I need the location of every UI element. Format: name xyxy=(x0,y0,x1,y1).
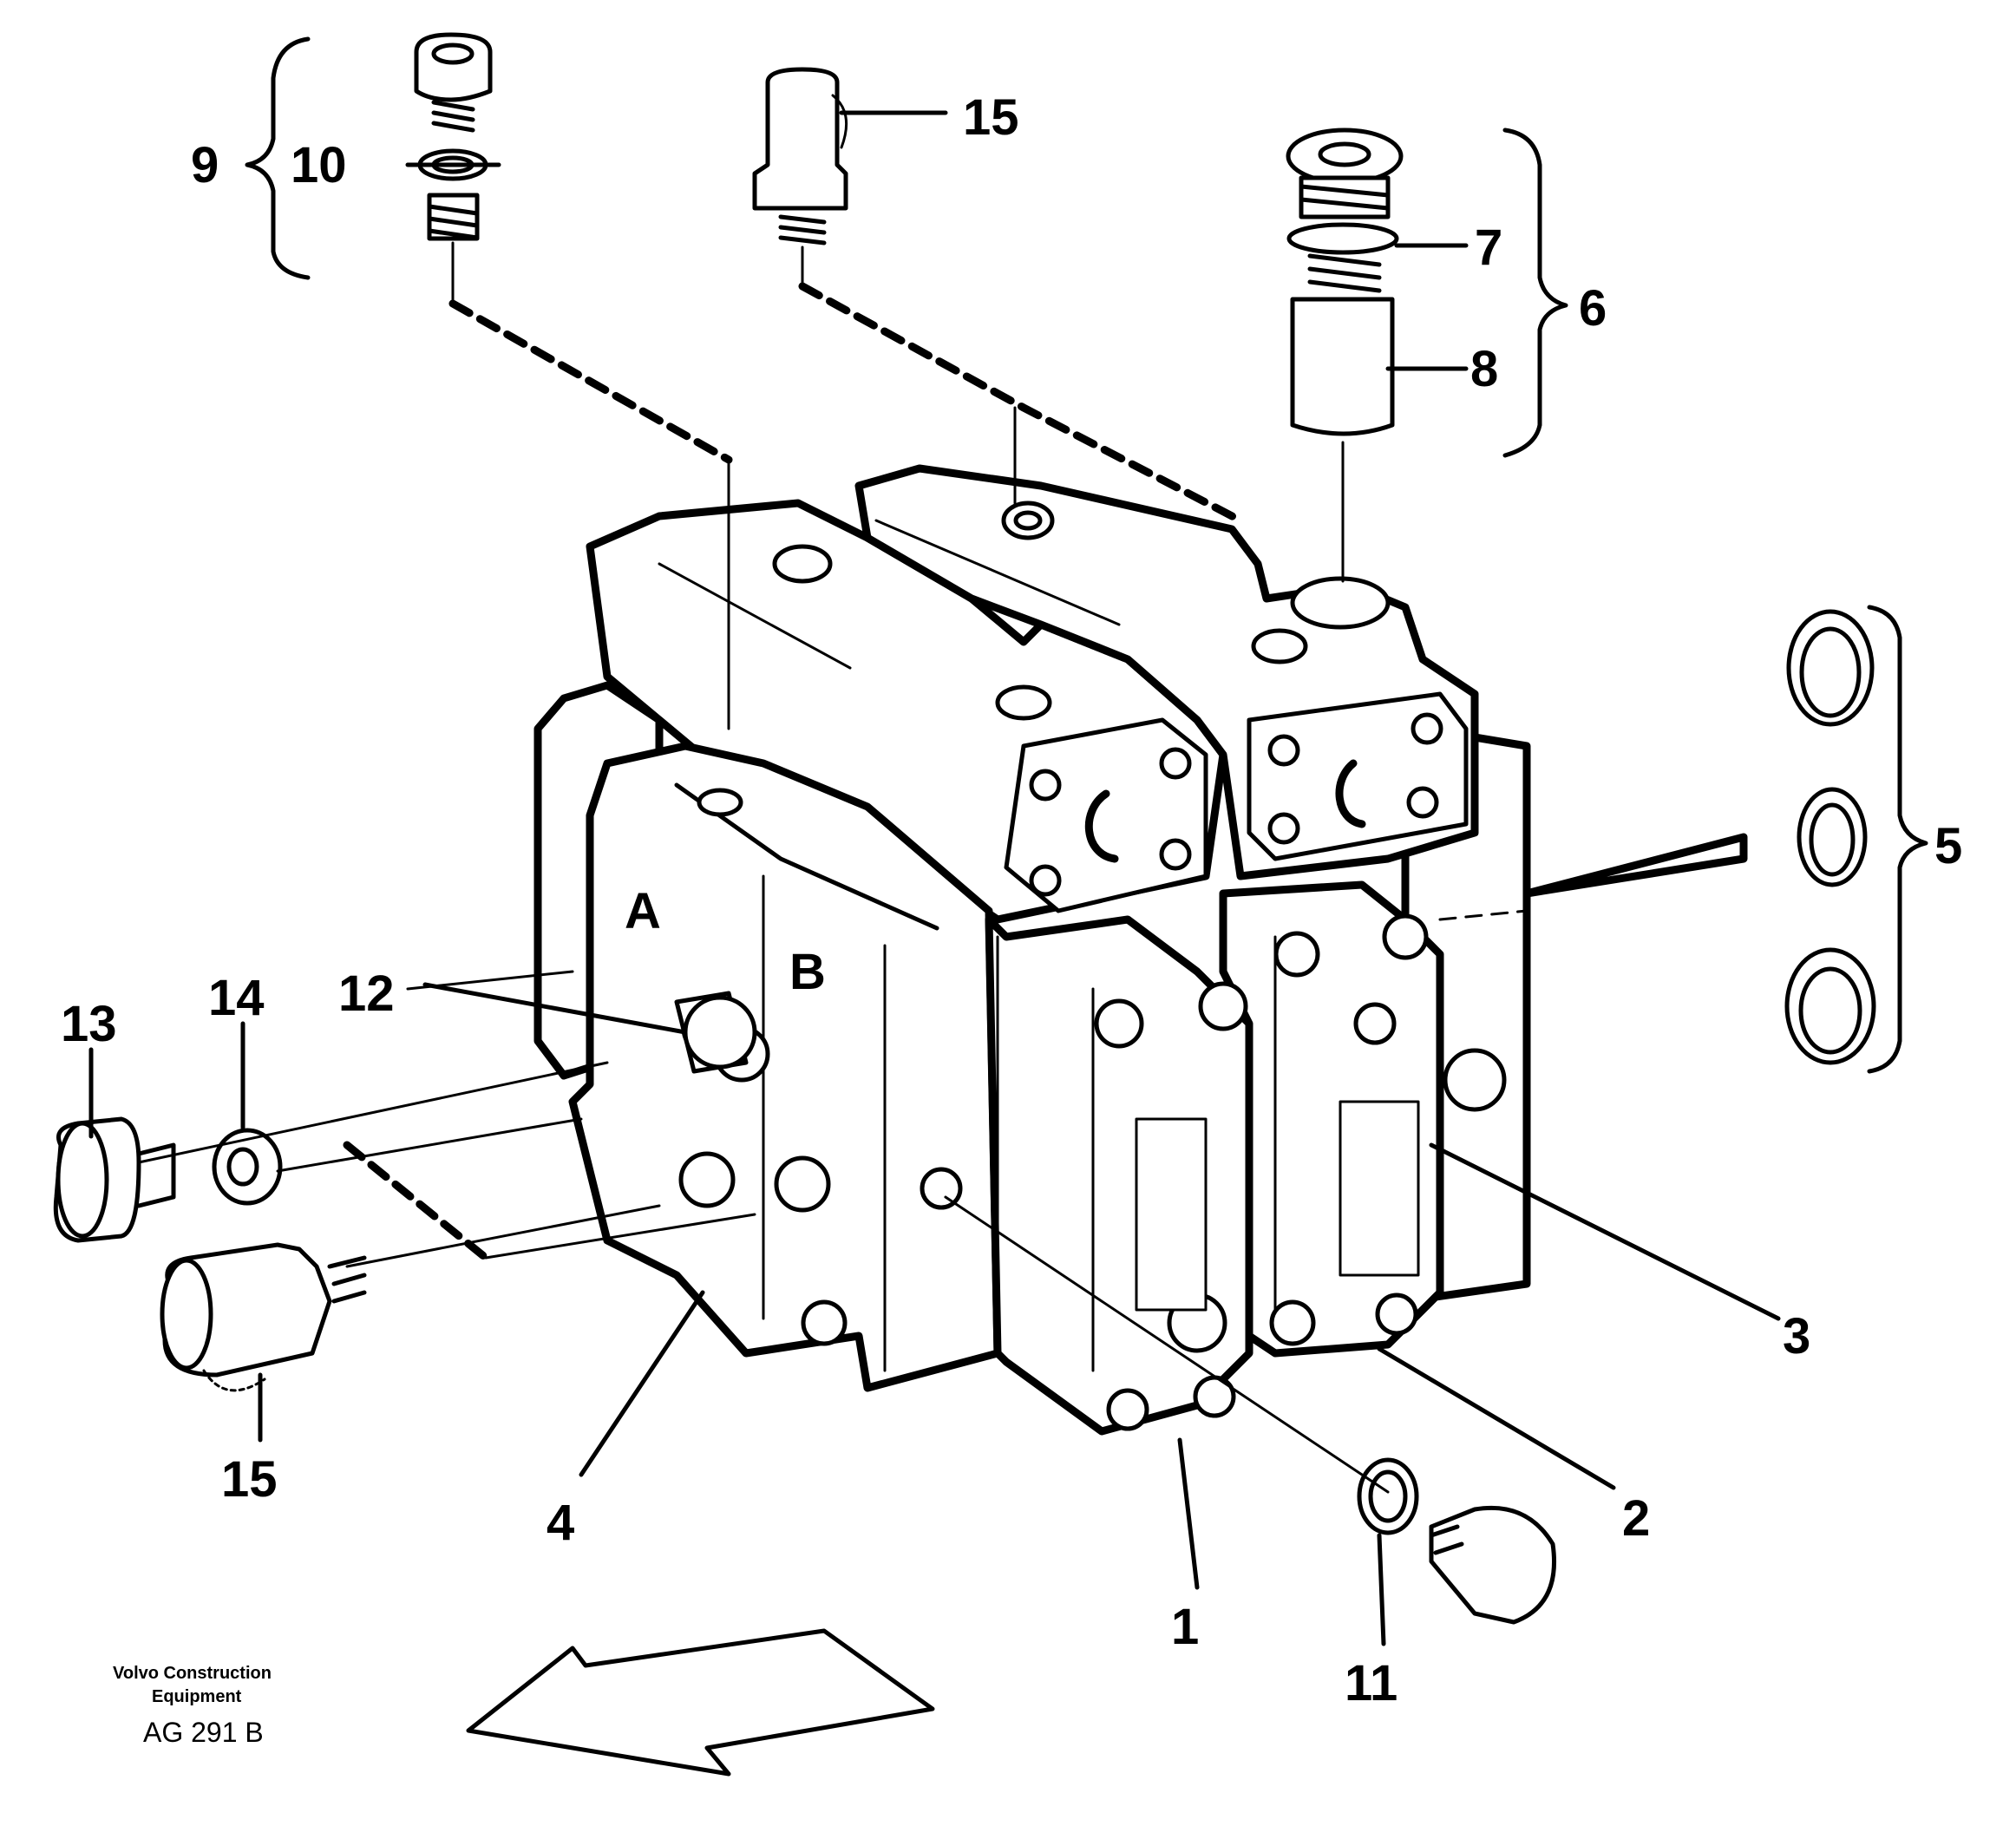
caption-line1: Volvo Construction xyxy=(113,1664,272,1683)
callout-9: 9 xyxy=(191,137,219,193)
callout-3: 3 xyxy=(1783,1308,1810,1365)
pressure-check-valve-15-top xyxy=(752,67,848,245)
plug-assembly-9 xyxy=(414,32,493,241)
callout-12: 12 xyxy=(338,965,395,1022)
callout-8: 8 xyxy=(1470,341,1498,397)
callout-2: 2 xyxy=(1622,1490,1650,1547)
callout-15-top: 15 xyxy=(963,89,1019,146)
callout-15-left: 15 xyxy=(221,1451,278,1508)
callout-4: 4 xyxy=(547,1495,574,1551)
relief-valve-assembly-6 xyxy=(1286,128,1404,436)
direction-arrow xyxy=(466,1628,935,1777)
callout-1: 1 xyxy=(1171,1599,1199,1655)
plug-11 xyxy=(1357,1457,1556,1625)
valve-body: A B xyxy=(533,464,1531,1436)
pressure-check-valve-15-left xyxy=(160,1242,367,1392)
port-a-letter: A xyxy=(625,883,661,939)
o-ring-set-5 xyxy=(1438,609,1876,1065)
callout-5: 5 xyxy=(1934,818,1962,874)
washer-14 xyxy=(212,1128,283,1206)
callout-11: 11 xyxy=(1345,1655,1397,1711)
port-b-letter: B xyxy=(789,944,826,1000)
callout-6: 6 xyxy=(1579,280,1607,337)
plug-13 xyxy=(53,1116,176,1243)
callout-7: 7 xyxy=(1475,219,1502,276)
callout-14: 14 xyxy=(208,970,265,1026)
caption-code: AG 291 B xyxy=(143,1717,264,1748)
callout-10: 10 xyxy=(291,137,347,193)
caption-line2: Equipment xyxy=(152,1687,242,1706)
callout-13: 13 xyxy=(61,996,117,1052)
